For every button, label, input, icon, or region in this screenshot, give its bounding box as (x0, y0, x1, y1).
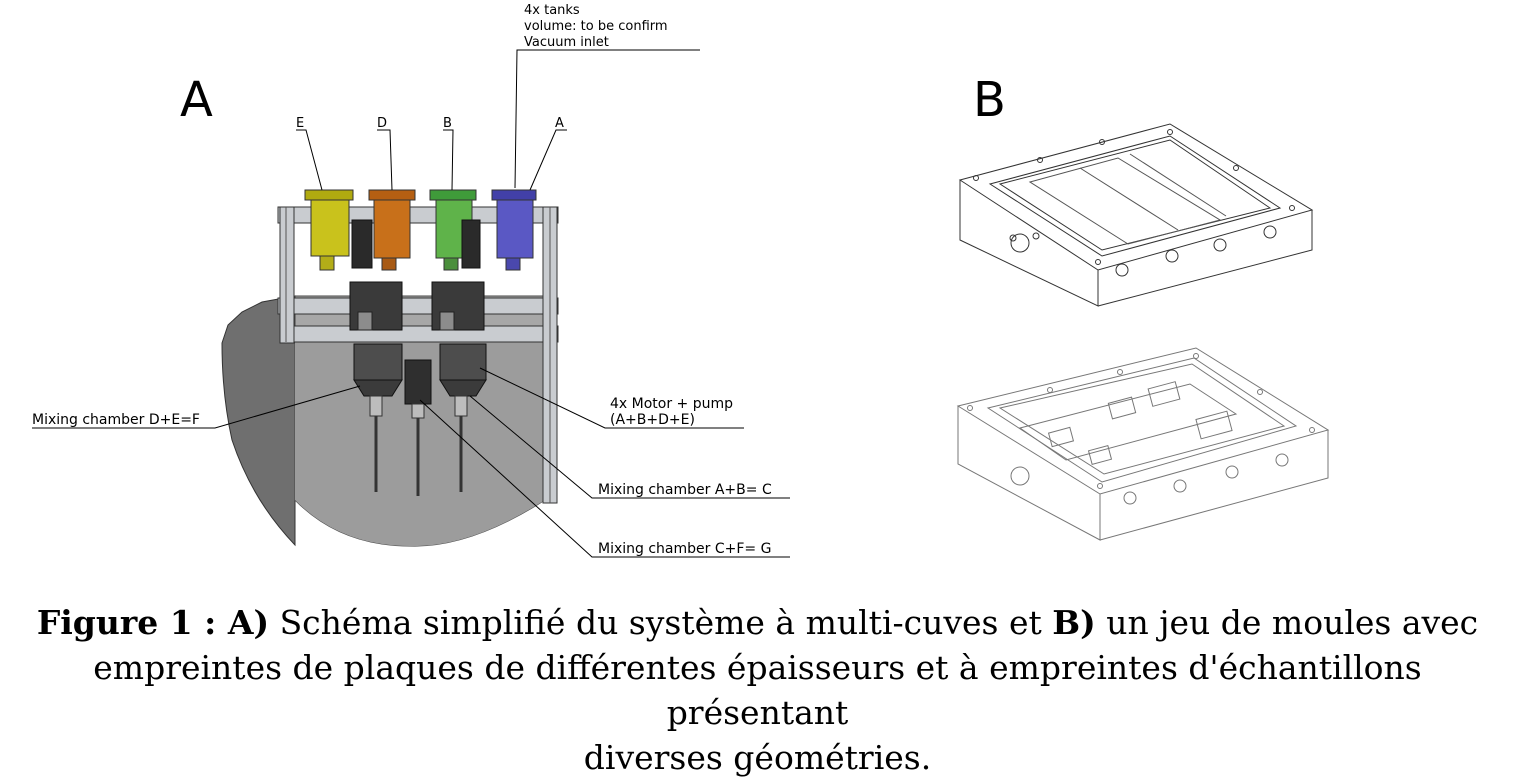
housing-shell (221, 295, 296, 547)
callout-motor-line-1: 4x Motor + pump (610, 396, 733, 412)
tank-label-a: A (555, 116, 564, 131)
caption-part-a-label: A) (227, 603, 270, 642)
figure-caption: Figure 1 : A) Schéma simplifié du systèm… (0, 600, 1515, 780)
motor-right (439, 343, 487, 381)
callout-mixing-def: Mixing chamber D+E=F (32, 412, 200, 428)
callout-mixing-abc: Mixing chamber A+B= C (598, 482, 772, 498)
motor-left (353, 343, 403, 381)
caption-line-3: diverses géométries. (583, 738, 932, 777)
connector-1 (351, 219, 373, 269)
panel-a-diagram: E D B A 4x tanks volume: to be confirm V… (32, 3, 790, 558)
tank-label-e: E (296, 116, 304, 131)
caption-part-b-label: B) (1052, 603, 1096, 642)
caption-line-1: Figure 1 : A) Schéma simplifié du systèm… (0, 600, 1515, 645)
tank-d (368, 189, 416, 271)
caption-line-2: empreintes de plaques de différentes épa… (93, 648, 1422, 732)
mixing-head-left (353, 379, 403, 397)
panel-b-diagram (956, 123, 1330, 541)
figure: A B (32, 3, 1478, 777)
panel-a-letter: A (180, 72, 213, 128)
housing-shadow (295, 335, 545, 547)
callout-tanks-line-1: 4x tanks (524, 3, 580, 18)
tank-a (491, 189, 537, 271)
connector-2 (461, 219, 481, 269)
panel-b-letter: B (973, 72, 1006, 128)
callout-tanks-line-2: volume: to be confirm (524, 19, 668, 34)
frame-left-post (279, 206, 295, 344)
tank-label-d: D (377, 116, 387, 131)
tank-label-b: B (443, 116, 452, 131)
mixing-head-right (439, 379, 487, 397)
central-mixer (404, 359, 432, 405)
callout-mixing-cfg: Mixing chamber C+F= G (598, 541, 771, 557)
caption-figure-label: Figure 1 : (36, 603, 217, 642)
callout-tanks-line-3: Vacuum inlet (524, 35, 609, 50)
tank-e (304, 189, 354, 271)
caption-part-a-text: Schéma simplifié du système à multi-cuve… (269, 603, 1053, 642)
caption-part-b-text: un jeu de moules avec (1095, 603, 1479, 642)
mould-bottom (956, 347, 1330, 541)
frame-mid-rail (277, 297, 559, 315)
callout-motor-line-2: (A+B+D+E) (610, 412, 695, 428)
mould-top (958, 123, 1314, 307)
frame-lower-rail (291, 325, 559, 343)
